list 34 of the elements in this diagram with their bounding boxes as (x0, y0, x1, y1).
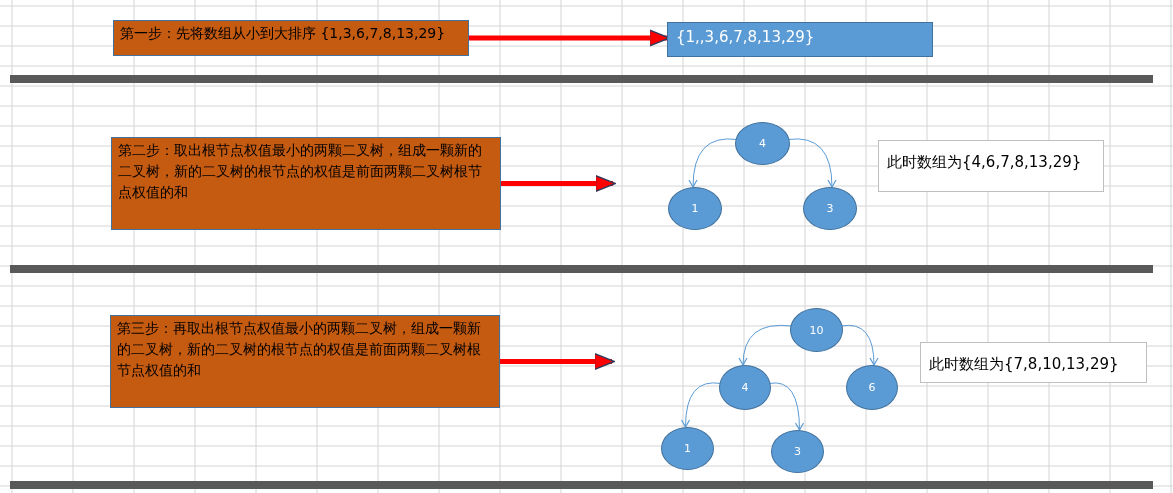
array-text: 此时数组为{4,6,7,8,13,29} (887, 153, 1082, 171)
tree-node-circle (719, 365, 771, 410)
tree-node-circle (790, 308, 843, 352)
step-description: 第一步：先将数组从小到大排序 {1,3,6,7,8,13,29} (120, 25, 446, 41)
tree-edge-arrow (688, 138, 738, 188)
array-box (667, 22, 933, 57)
tree-node-circle (668, 187, 722, 230)
tree-node-circle (771, 430, 824, 473)
node-weight: 3 (794, 445, 801, 458)
step-description: 第三步：再取出根节点权值最小的两颗二叉树，组成一颗新的二叉树，新的二叉树的根节点的权值是前面两颗二叉树根节点权值的和 (117, 320, 481, 378)
node-weight: 1 (684, 442, 691, 455)
tree-node-circle (846, 365, 898, 410)
node-weight: 4 (741, 381, 749, 394)
step-text-box (110, 315, 500, 408)
tree-edge-arrow (768, 382, 804, 431)
array-text: 此时数组为{7,8,10,13,29} (929, 355, 1119, 373)
node-weight: 6 (868, 381, 876, 394)
node-weight: 4 (759, 137, 766, 150)
note-box (878, 140, 1104, 192)
node-weight: 10 (809, 323, 824, 337)
node-weight: 3 (826, 202, 834, 215)
step-description: 第二步：取出根节点权值最小的两颗二叉树，组成一颗新的二叉树，新的二叉树的根节点的权值是前面两颗二叉树根节点权值的和 (118, 142, 482, 200)
array-text: {1,,3,6,7,8,13,29} (676, 28, 815, 46)
step-text-box (113, 20, 469, 56)
tree-edge-arrow (681, 382, 722, 428)
tree-edge-arrow (787, 138, 837, 188)
tree-node-circle (803, 187, 857, 230)
block-arrow (500, 352, 616, 371)
tree-node-circle (735, 122, 790, 165)
block-arrow (501, 174, 617, 193)
node-weight: 1 (691, 202, 699, 215)
step-text-box (111, 137, 501, 230)
note-box (920, 342, 1147, 383)
tree-node-circle (661, 427, 714, 470)
